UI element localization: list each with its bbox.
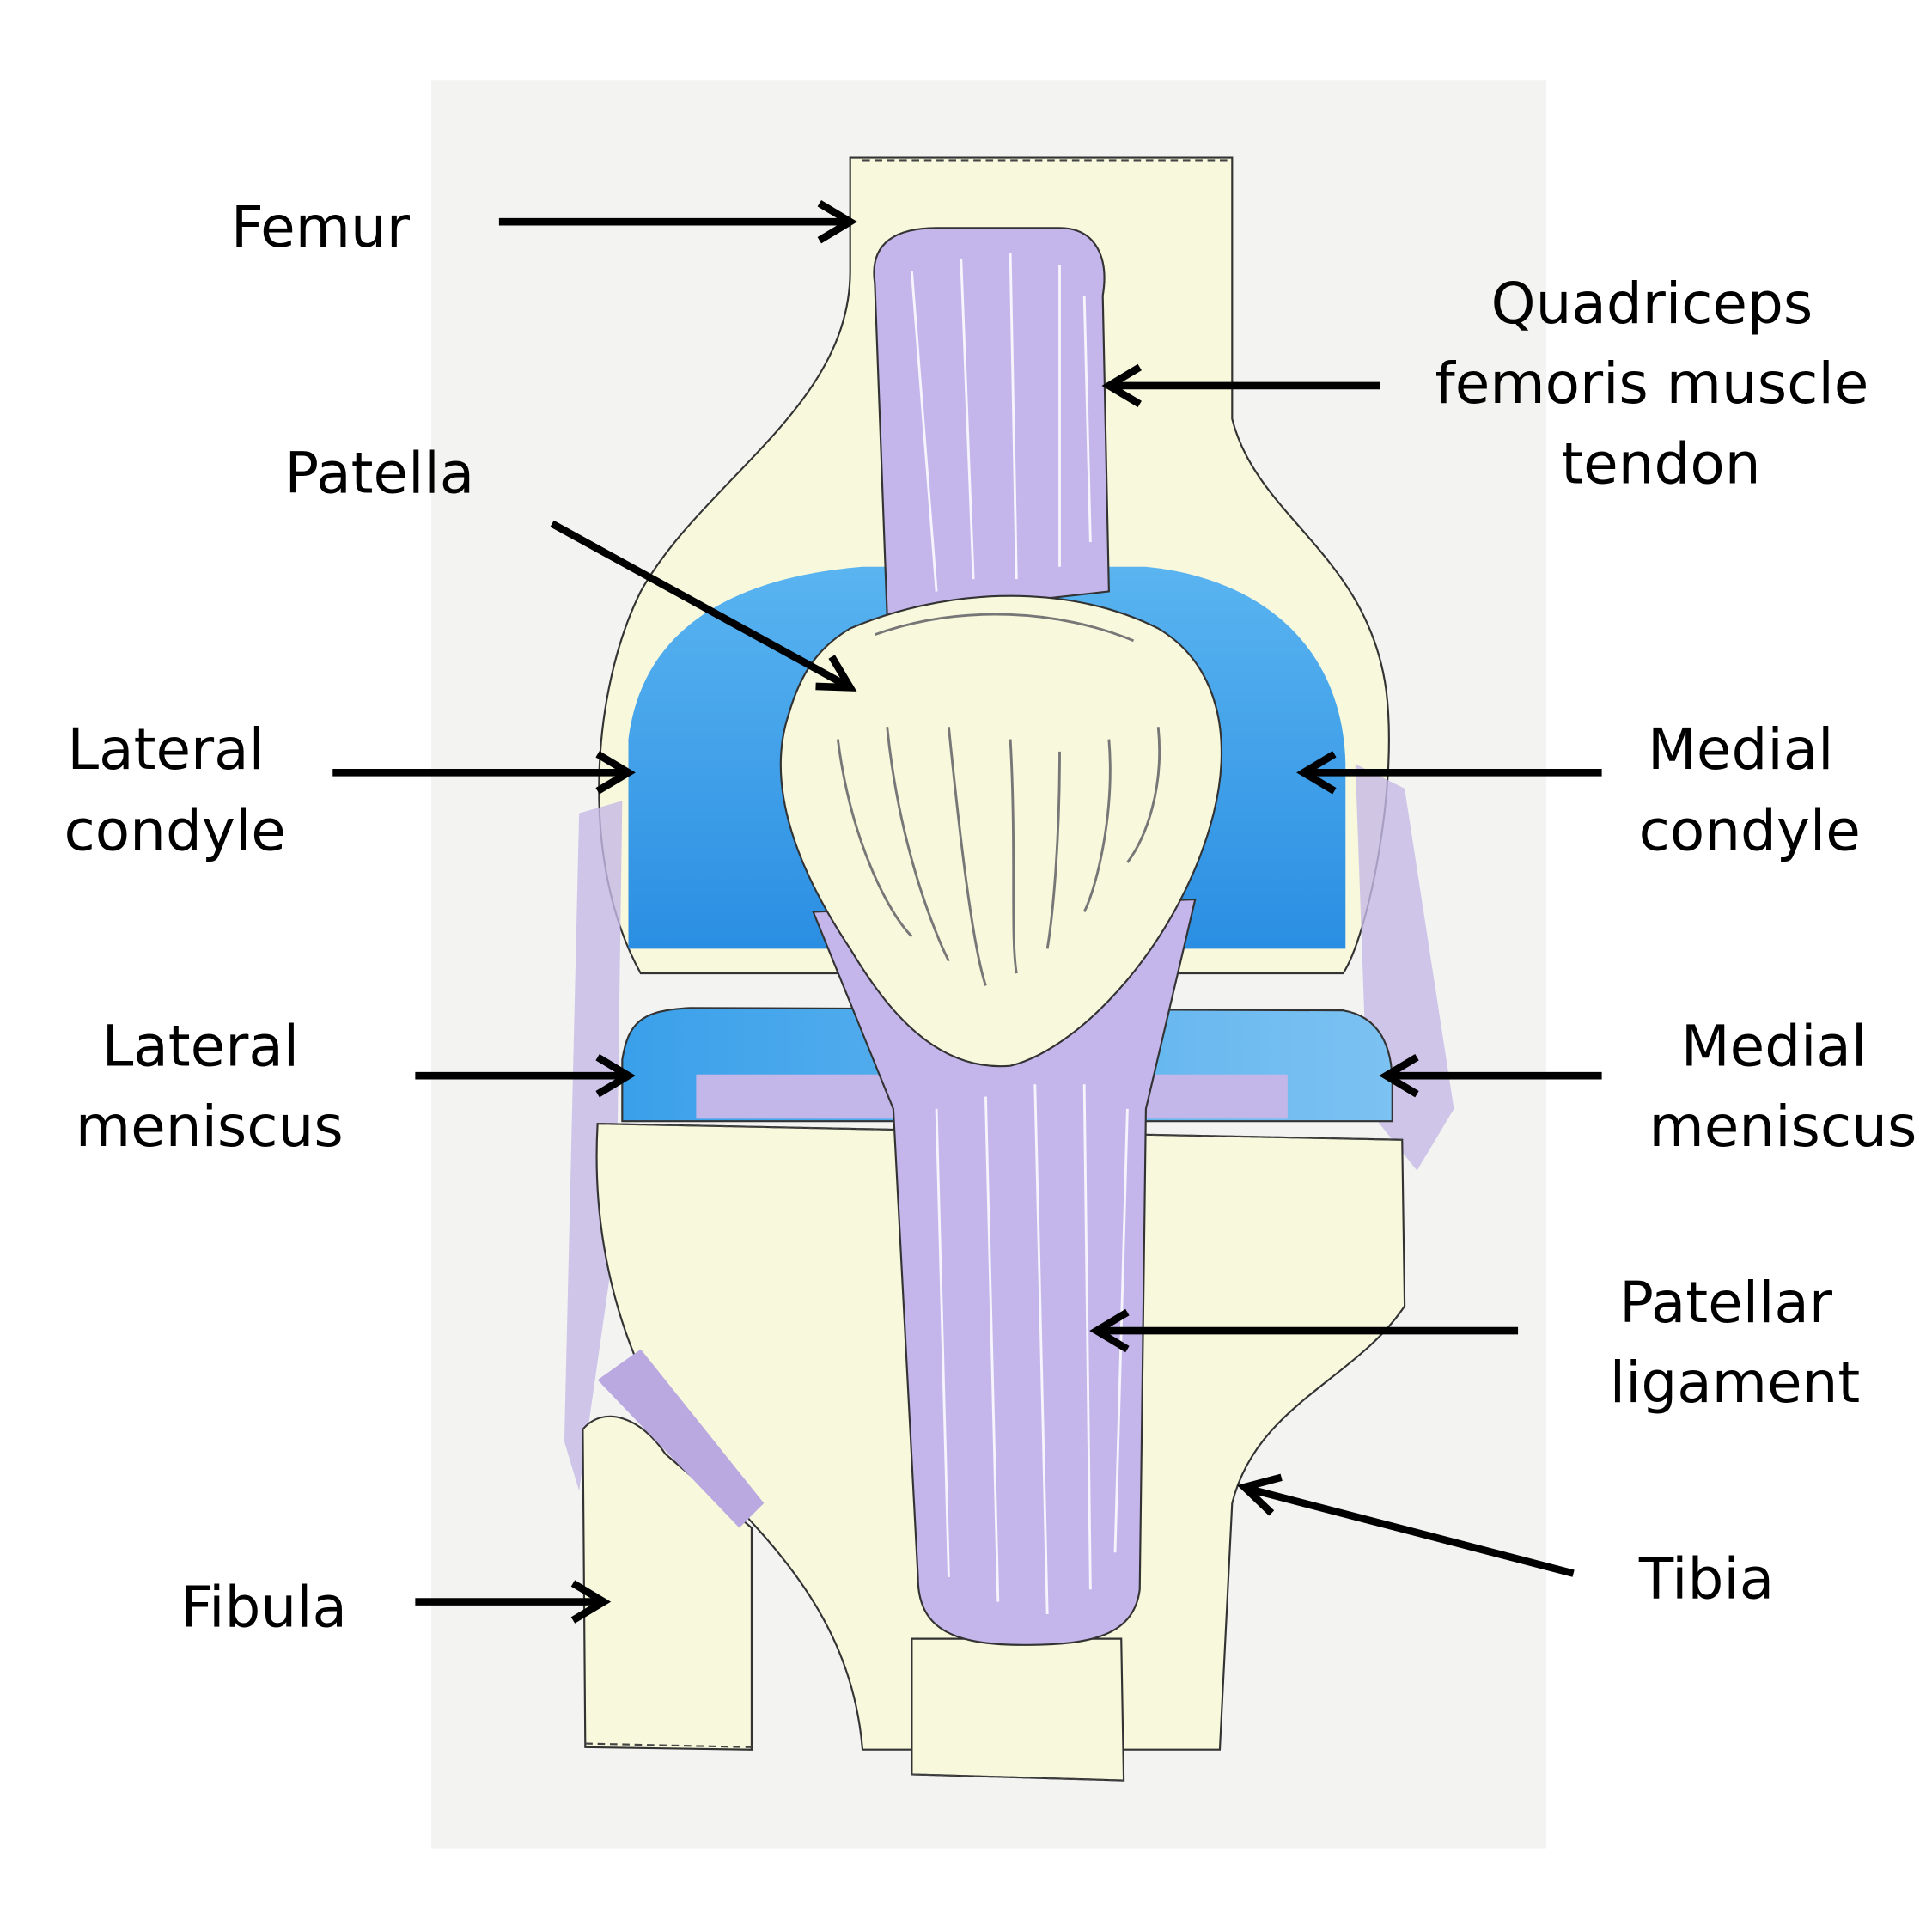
arrow-medial-condyle (1296, 751, 1602, 795)
arrow-quadriceps (1101, 363, 1380, 408)
label-tibia: Tibia (1638, 1545, 1774, 1612)
label-lateral-condyle: Lateral condyle (64, 716, 286, 864)
label-patellar-ligament: Patellar ligament (1610, 1270, 1860, 1416)
arrow-fibula (415, 1580, 612, 1624)
fibula-model (582, 1349, 765, 1751)
label-patella: Patella (284, 441, 474, 507)
arrow-patella (550, 520, 857, 692)
arrow-tibia (1237, 1473, 1575, 1577)
arrow-lateral-condyle (332, 751, 636, 795)
arrow-femur (498, 199, 858, 244)
arrow-patellar-ligament (1089, 1308, 1519, 1353)
patella-model (779, 594, 1223, 1068)
arrows (332, 199, 1602, 1624)
patellar-ligament-model (812, 898, 1197, 1646)
quadriceps-tendon-model (873, 227, 1110, 618)
label-medial-condyle: Medial condyle (1639, 716, 1861, 864)
label-quadriceps-tendon: Quadriceps femoris muscle tendon (1435, 271, 1887, 497)
lateral-collateral-ligament (564, 801, 623, 1491)
arrow-lateral-meniscus (415, 1053, 636, 1098)
arrow-medial-meniscus (1379, 1053, 1602, 1098)
label-lateral-meniscus: Lateral meniscus (76, 1014, 344, 1160)
label-fibula: Fibula (180, 1574, 347, 1640)
label-medial-meniscus: Medial meniscus (1649, 1014, 1917, 1160)
label-femur: Femur (231, 194, 411, 260)
